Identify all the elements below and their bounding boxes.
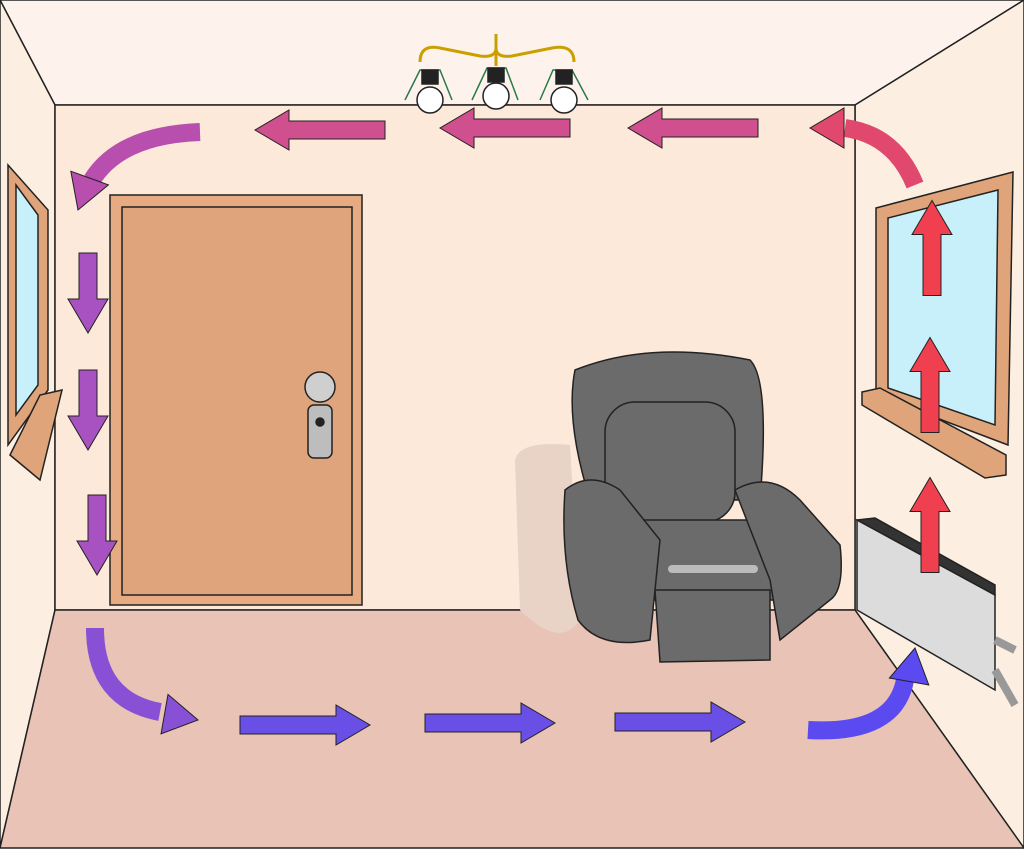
airflow-arrow-icon: [909, 476, 951, 573]
airflow-arrow-icon: [439, 107, 571, 149]
light-bulb-icon: [404, 69, 453, 114]
airflow-arrow-icon: [424, 702, 556, 744]
airflow-arrow-icon: [160, 693, 199, 735]
airflow-arrow-icon: [627, 107, 759, 149]
curved-airflow-arrow-icon: [807, 677, 914, 740]
airflow-arrow-icon: [239, 704, 371, 746]
airflow-arrow-icon: [614, 701, 746, 743]
airflow-arrow-icon: [254, 109, 386, 151]
airflow-arrows: [67, 107, 953, 746]
curved-airflow-arrow-icon: [843, 119, 924, 189]
airflow-arrow-icon: [809, 107, 845, 149]
ceiling: [0, 0, 1024, 106]
airflow-arrow-icon: [911, 199, 953, 296]
airflow-arrow-icon: [67, 252, 109, 334]
light-bulb-icon: [539, 69, 589, 114]
airflow-arrow-icon: [76, 494, 118, 576]
curved-airflow-arrow-icon: [86, 627, 162, 721]
left-window: [7, 163, 64, 482]
airflow-arrow-icon: [888, 647, 930, 686]
ceiling-lamp: [404, 34, 589, 114]
door: [109, 194, 363, 606]
armchair: [515, 351, 842, 663]
door-knob: [304, 371, 336, 403]
door-lock-plate: [307, 404, 333, 459]
airflow-arrow-icon: [67, 369, 109, 451]
airflow-arrow-icon: [909, 336, 951, 433]
right-window: [861, 171, 1014, 479]
airflow-arrow-icon: [70, 170, 110, 211]
curved-airflow-arrow-icon: [84, 123, 201, 186]
light-bulb-icon: [471, 67, 519, 110]
